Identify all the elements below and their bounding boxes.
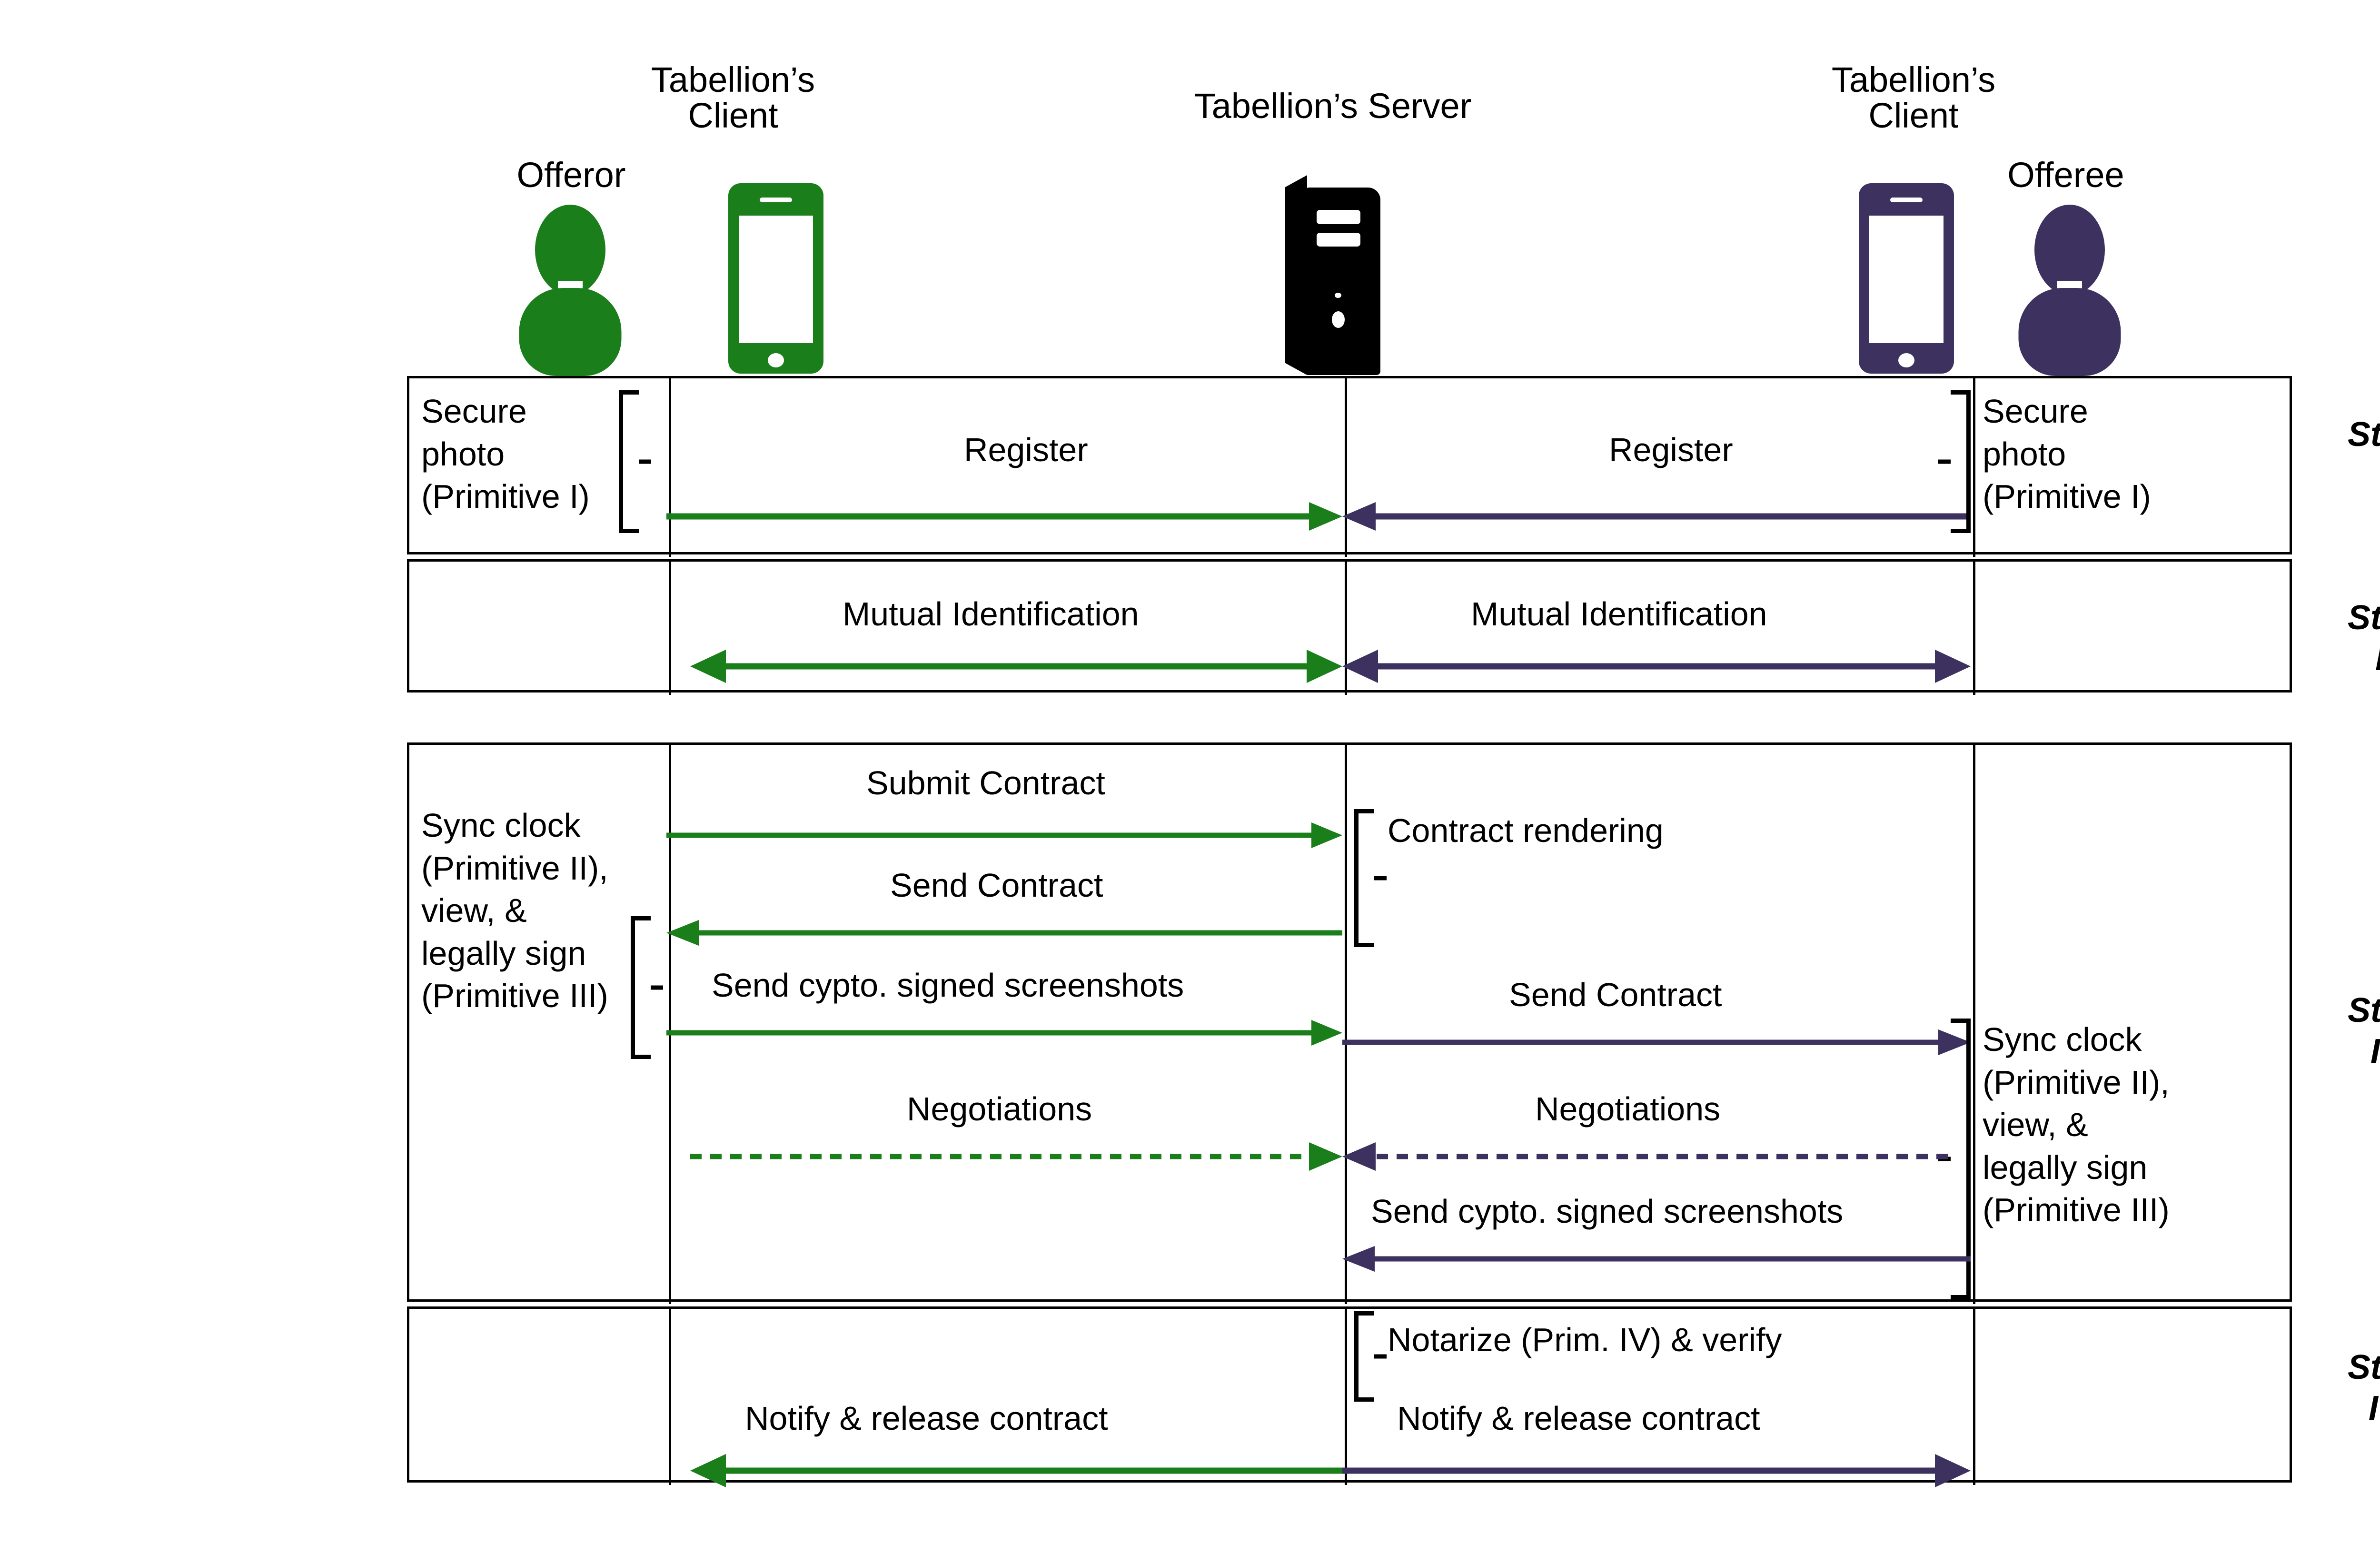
note-notarize-verify: Notarize (Prim. IV) & verify [1388,1321,1782,1358]
note-contract-rendering: Contract rendering [1388,812,1664,849]
arrow-send-screenshots-right [1342,1246,1971,1272]
step-row-4 [407,1306,2292,1485]
arrow-send-screenshots-left [666,1020,1342,1046]
message-label-send-screenshots-left: Send cypto. signed screenshots [712,967,1184,1004]
step-row-1 [407,376,2292,557]
message-label-submit-contract: Submit Contract [866,764,1105,801]
arrow-negotiations-left [690,1142,1342,1171]
person-icon-offeree [2018,205,2121,378]
message-label-negotiations-right: Negotiations [1535,1090,1721,1128]
note-sync-clock-right: Sync clock (Primitive II), view, & legal… [1983,1021,2170,1229]
message-label-send-contract-left: Send Contract [890,867,1103,904]
actor-label-offeree-client: Tabellion’s Client [1831,60,1996,136]
server-tower-icon [1285,175,1380,375]
actor-label-server: Tabellion’s Server [1194,86,1472,126]
arrow-register-left [666,502,1342,531]
arrow-mutual-id-right [1342,650,1971,683]
actor-label-offeror: Offeror [516,155,626,195]
note-secure-photo-left: Secure photo (Primitive I) [421,393,590,515]
note-sync-clock-left: Sync clock (Primitive II), view, & legal… [421,807,608,1015]
bracket-left-step3 [631,916,663,1059]
actor-label-offeror-client: Tabellion’s Client [651,60,815,136]
step-label-4: Step IV [2347,1348,2380,1428]
step-label-3: Step III [2347,991,2380,1071]
message-label-send-contract-right: Send Contract [1509,976,1722,1013]
bracket-left-step1 [619,390,651,533]
bracket-notarize [1354,1311,1387,1402]
actor-label-offeree: Offeree [2007,155,2124,195]
smartphone-icon-offeree-client [1859,183,1954,374]
step-label-2: Step II [2347,599,2380,678]
arrow-negotiations-right [1342,1142,1952,1171]
person-icon-offeror [519,205,621,378]
arrow-notify-release-left [690,1454,1342,1487]
message-label-register-left: Register [964,431,1088,468]
message-label-mutual-id-left: Mutual Identification [843,595,1139,633]
message-label-register-right: Register [1609,431,1733,468]
bracket-right-step1 [1938,390,1971,533]
arrow-notify-release-right [1342,1454,1971,1487]
arrow-send-contract-left [666,920,1342,946]
arrow-register-right [1342,502,1971,531]
arrow-send-contract-right [1342,1029,1971,1055]
message-label-send-screenshots-right: Send cypto. signed screenshots [1371,1193,1844,1230]
message-label-negotiations-left: Negotiations [907,1090,1092,1128]
arrow-submit-contract [666,822,1342,848]
note-secure-photo-right: Secure photo (Primitive I) [1983,393,2151,515]
message-label-mutual-id-right: Mutual Identification [1471,595,1767,633]
step-row-2 [407,559,2292,695]
message-label-notify-release-right: Notify & release contract [1397,1400,1760,1437]
message-label-notify-release-left: Notify & release contract [745,1400,1108,1437]
step-label-1: Step I [2347,415,2380,495]
arrow-mutual-id-left [690,650,1342,683]
smartphone-icon-offeror-client [728,183,823,374]
bracket-contract-rendering [1354,809,1387,947]
